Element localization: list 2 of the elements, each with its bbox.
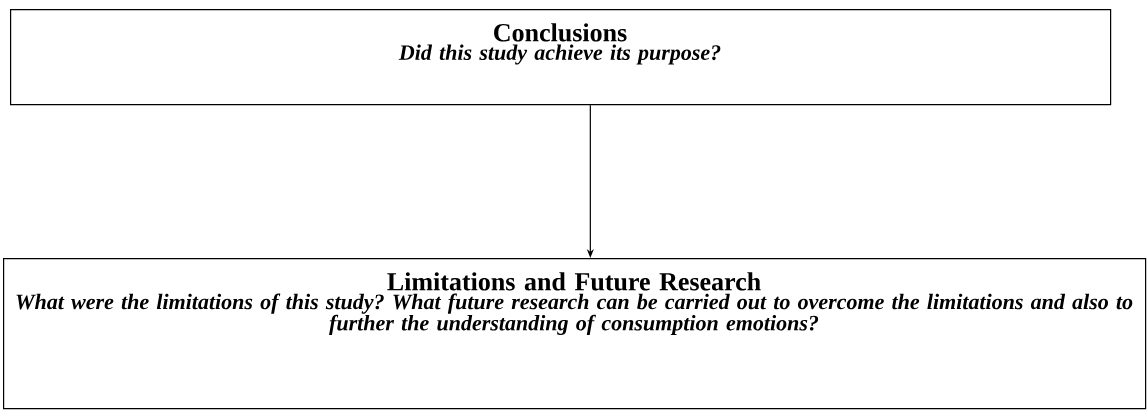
text-box: Conclusions Did this study achieve its purpose? [10,9,1112,106]
text-box: Limitations and Future Research What were the limitations of this study? What future research can be carried out to overcome the limitations and also to further the understanding of consumption emotions? [3,258,1147,410]
